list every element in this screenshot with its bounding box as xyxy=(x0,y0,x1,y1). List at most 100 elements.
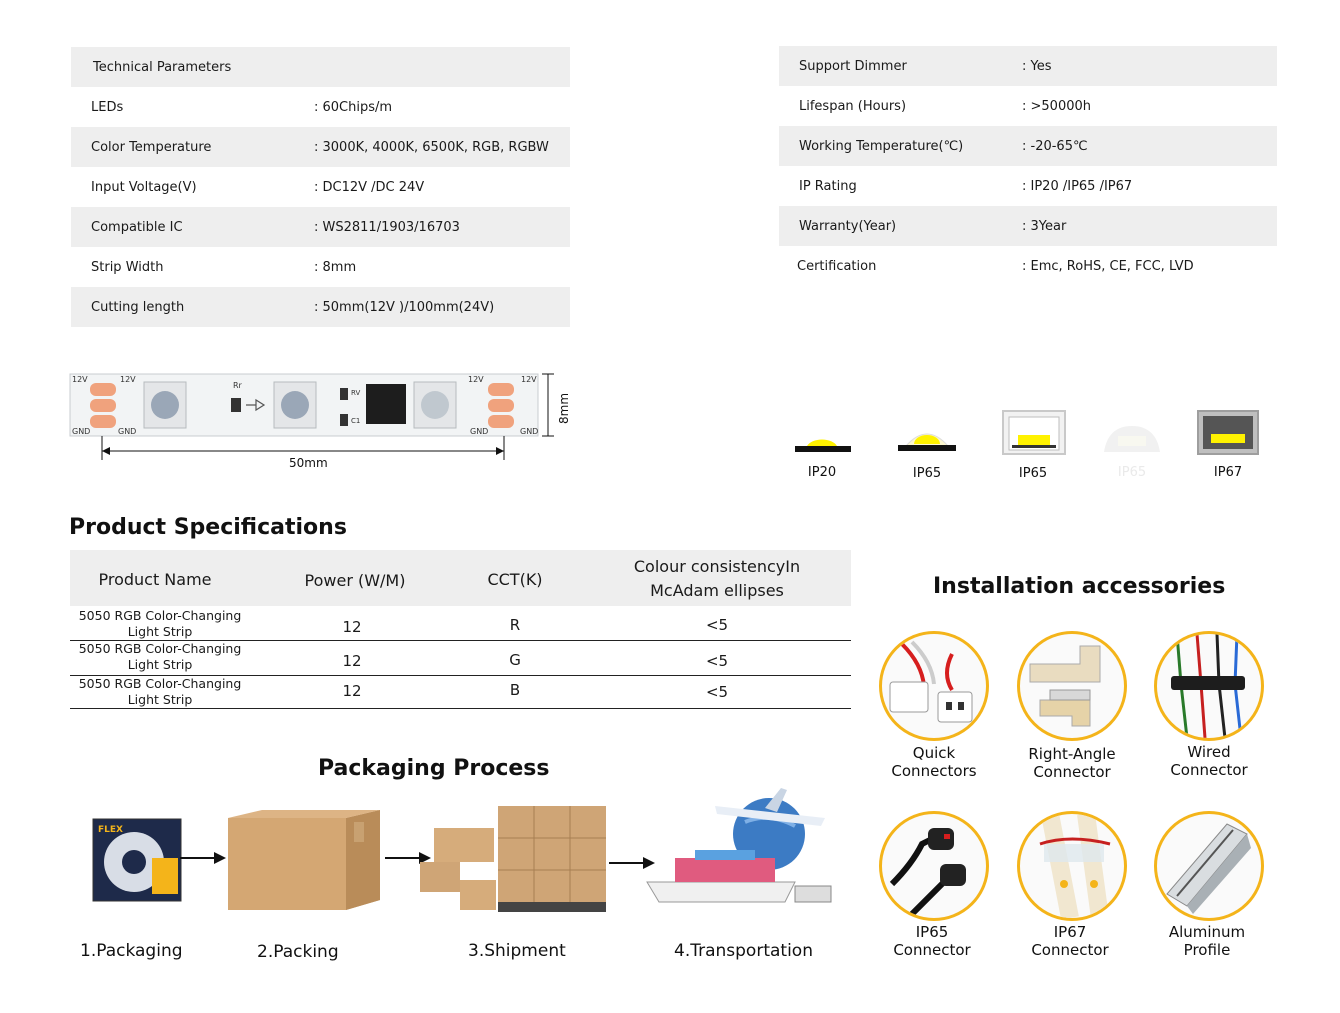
product-name-line: 5050 RGB Color-Changing xyxy=(78,608,242,623)
ip-label: IP65 xyxy=(912,466,942,481)
spec-row: Certification : Emc, RoHS, CE, FCC, LVD xyxy=(779,246,1277,286)
product-name: 5050 RGB Color-Changing Light Strip xyxy=(70,608,250,640)
ip67-icon xyxy=(1197,410,1259,455)
spec-value: : 3Year xyxy=(1022,218,1067,234)
cct-cell: R xyxy=(509,616,521,634)
spec-row: Strip Width : 8mm xyxy=(71,247,570,287)
consistency-cell: <5 xyxy=(705,683,729,701)
label-gnd: GND xyxy=(118,427,136,436)
spec-label: Working Temperature(℃) xyxy=(799,138,964,154)
power-cell: 12 xyxy=(342,652,362,670)
label-gnd: GND xyxy=(520,427,538,436)
arrow-icon xyxy=(246,398,266,412)
accessory-label-line: Connector xyxy=(893,941,971,959)
table-row: 5050 RGB Color-Changing Light Strip 12 G… xyxy=(70,641,851,676)
spec-value: : WS2811/1903/16703 xyxy=(314,219,460,235)
table-row: 5050 RGB Color-Changing Light Strip 12 R… xyxy=(70,608,851,641)
accessory-label-line: Connector xyxy=(1170,761,1248,779)
tech-header: Technical Parameters xyxy=(93,59,232,75)
col-header-consistency: Colour consistencyIn xyxy=(633,557,801,576)
label-c1: C1 xyxy=(351,417,360,425)
spec-value: : Emc, RoHS, CE, FCC, LVD xyxy=(1022,258,1194,274)
spec-row: Support Dimmer : Yes xyxy=(779,46,1277,86)
packaging-step-label: 1.Packaging xyxy=(80,941,183,961)
accessory-label-line: Profile xyxy=(1183,941,1231,959)
accessory-label: Wired Connector xyxy=(1134,743,1284,779)
accessory-label-line: Connector xyxy=(1033,763,1111,781)
label-12v: 12V xyxy=(72,375,88,384)
spec-label: IP Rating xyxy=(799,178,857,194)
spec-label: Input Voltage(V) xyxy=(91,179,197,195)
led-lens xyxy=(281,391,309,419)
power-cell: 12 xyxy=(342,618,362,636)
spec-label: Strip Width xyxy=(91,259,164,275)
cardboard-box-image xyxy=(228,810,380,910)
ip-label: IP20 xyxy=(807,465,837,480)
consistency-cell: <5 xyxy=(705,616,729,634)
ip20-icon xyxy=(795,439,851,452)
label-12v: 12V xyxy=(468,375,484,384)
accessory-label-line: Connectors xyxy=(891,762,977,780)
tech-params-left: Technical Parameters LEDs : 60Chips/m Co… xyxy=(71,47,570,327)
product-name: 5050 RGB Color-Changing Light Strip xyxy=(70,676,250,708)
accessory-label-line: Quick xyxy=(912,744,956,762)
pallet-shipment-image xyxy=(420,806,606,912)
right-angle-connector-image xyxy=(1017,631,1127,741)
spec-row: Color Temperature : 3000K, 4000K, 6500K,… xyxy=(71,127,570,167)
label-gnd: GND xyxy=(72,427,90,436)
resistor xyxy=(231,398,241,412)
tech-params-right: Support Dimmer : Yes Lifespan (Hours) : … xyxy=(779,46,1277,286)
solder-pad xyxy=(90,399,116,412)
spec-label: Certification xyxy=(797,258,877,274)
ip65-sleeve-icon xyxy=(1002,410,1066,455)
consistency-cell: <5 xyxy=(705,652,729,670)
label-12v: 12V xyxy=(521,375,537,384)
spec-value: : 60Chips/m xyxy=(314,99,393,115)
product-name: 5050 RGB Color-Changing Light Strip xyxy=(70,641,250,673)
product-name-line: Light Strip xyxy=(127,692,193,707)
led-strip-diagram: 12V 12V 12V 12V GND GND GND GND Rr RV C1… xyxy=(69,373,571,470)
packaging-step-label: 2.Packing xyxy=(257,942,339,962)
spec-value: : -20-65℃ xyxy=(1022,138,1088,154)
spec-label: Color Temperature xyxy=(91,139,212,155)
width-label: 8mm xyxy=(557,393,571,424)
power-cell: 12 xyxy=(342,682,362,700)
col-header-name: Product Name xyxy=(98,570,212,589)
led-lens xyxy=(151,391,179,419)
spec-value: : 3000K, 4000K, 6500K, RGB, RGBW xyxy=(314,139,549,155)
spec-label: Lifespan (Hours) xyxy=(799,98,907,114)
label-12v: 12V xyxy=(120,375,136,384)
solder-pad xyxy=(488,415,514,428)
spec-row: LEDs : 60Chips/m xyxy=(71,87,570,127)
ip65-connector-image xyxy=(879,811,989,921)
packaging-box-image: FLEX xyxy=(92,818,182,902)
solder-pad xyxy=(488,383,514,396)
accessory-label-line: Wired xyxy=(1187,743,1231,761)
spec-row: Warranty(Year) : 3Year xyxy=(779,206,1277,246)
product-name-line: Light Strip xyxy=(127,624,193,639)
packaging-step-label: 4.Transportation xyxy=(674,941,813,961)
spec-label: Support Dimmer xyxy=(799,58,907,74)
accessory-label: IP65 Connector xyxy=(857,923,1007,959)
aluminum-profile-image xyxy=(1154,811,1264,921)
spec-value: : 8mm xyxy=(314,259,357,275)
accessory-label-line: IP65 xyxy=(915,923,949,941)
accessory-label-line: Aluminum xyxy=(1168,923,1246,941)
spec-label: Warranty(Year) xyxy=(799,218,897,234)
installation-title: Installation accessories xyxy=(933,574,1226,599)
label-gnd: GND xyxy=(470,427,488,436)
spec-value: : IP20 /IP65 /IP67 xyxy=(1022,178,1133,194)
packaging-box-brand: FLEX xyxy=(98,825,123,835)
col-header-consistency: McAdam ellipses xyxy=(650,581,784,600)
col-header-cct: CCT(K) xyxy=(487,570,543,589)
spec-value: : DC12V /DC 24V xyxy=(314,179,425,195)
product-name-line: 5050 RGB Color-Changing xyxy=(78,641,242,656)
transportation-image xyxy=(646,788,832,903)
cct-cell: B xyxy=(509,681,521,699)
accessory-label: Quick Connectors xyxy=(859,744,1009,780)
spec-label: LEDs xyxy=(91,99,124,115)
spec-row: Cutting length : 50mm(12V )/100mm(24V) xyxy=(71,287,570,327)
accessory-label: Aluminum Profile xyxy=(1132,923,1282,959)
label-rr: Rr xyxy=(233,381,243,390)
ip67-connector-image xyxy=(1017,811,1127,921)
